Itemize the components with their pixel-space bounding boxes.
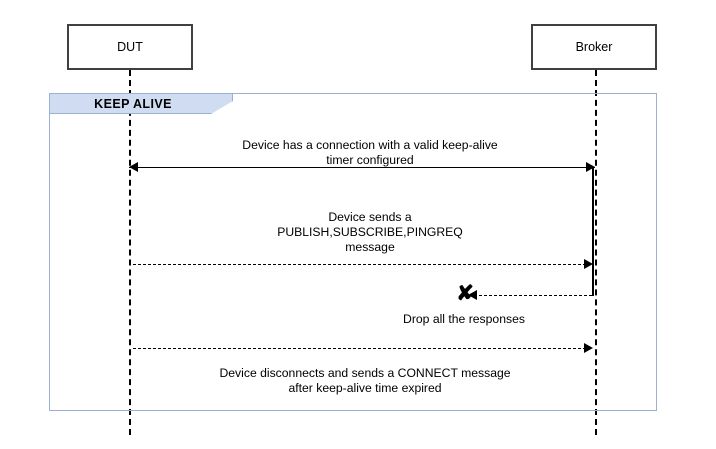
message-label-1: Device has a connection with a valid kee… (242, 138, 498, 167)
fragment-label: KEEP ALIVE (94, 96, 172, 111)
arrowhead-right-1 (586, 162, 595, 172)
lifeline-dut (129, 70, 131, 435)
participant-label-dut: DUT (117, 39, 143, 54)
message-label-2: Device sends a PUBLISH,SUBSCRIBE,PINGREQ… (277, 210, 463, 254)
participant-box-broker[interactable]: Broker (531, 24, 657, 70)
drop-marker-x-icon: ✘ (456, 282, 474, 305)
arrowhead-left-1 (129, 162, 138, 172)
message-label-3: Drop all the responses (403, 312, 525, 326)
participant-box-dut[interactable]: DUT (67, 24, 193, 70)
message-line-2 (133, 264, 586, 265)
arrowhead-left-3 (468, 290, 477, 300)
lifeline-broker (595, 70, 597, 435)
activation-bar-broker (592, 167, 594, 296)
message-line-3 (474, 295, 592, 296)
arrowhead-right-2 (584, 259, 593, 269)
fragment-tab-keep-alive: KEEP ALIVE (49, 93, 233, 114)
fragment-frame-keep-alive (49, 93, 657, 411)
message-line-4 (133, 348, 586, 349)
message-line-1 (129, 167, 595, 168)
arrowhead-right-4 (584, 343, 593, 353)
message-label-4: Device disconnects and sends a CONNECT m… (219, 366, 511, 395)
participant-label-broker: Broker (575, 39, 613, 54)
